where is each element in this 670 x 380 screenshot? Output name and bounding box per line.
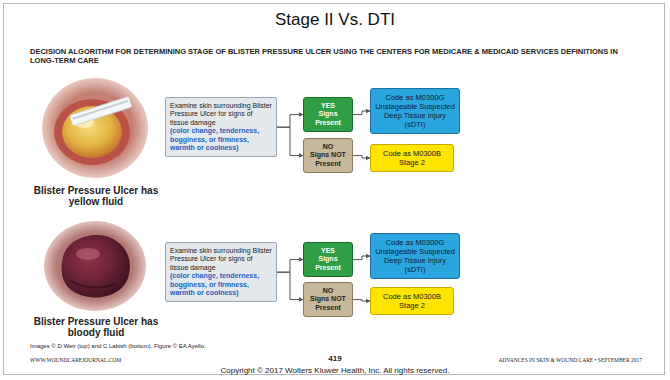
figure-heading: DECISION ALGORITHM FOR DETERMINING STAGE… bbox=[30, 48, 642, 65]
no-box: NOSigns NOT Present bbox=[303, 138, 353, 173]
node-subtext: (color change, tenderness, bogginess, or… bbox=[170, 127, 272, 152]
node-text: NO bbox=[308, 143, 348, 151]
flow-arrow bbox=[353, 300, 370, 301]
node-text: Code as M0300B Stage 2 bbox=[375, 292, 449, 310]
yes-box: YESSigns Present bbox=[303, 242, 353, 277]
slide-title: Stage II Vs. DTI bbox=[0, 10, 670, 30]
flow-arrow bbox=[277, 127, 303, 155]
flow-arrow bbox=[353, 156, 370, 158]
bloody-blister-photo bbox=[44, 221, 146, 311]
flow-arrow bbox=[277, 260, 303, 273]
journal-url: WWW.WOUNDCAREJOURNAL.COM bbox=[30, 357, 230, 363]
flow-arrow bbox=[277, 115, 303, 128]
node-subtext: Signs Present bbox=[308, 255, 348, 272]
yellow-blister-photo bbox=[42, 78, 148, 178]
node-subtext: (color change, tenderness, bogginess, or… bbox=[170, 272, 272, 297]
page-number: 419 bbox=[300, 354, 370, 363]
node-text: Examine skin surrounding Blister Pressur… bbox=[170, 102, 272, 127]
flow-arrow bbox=[353, 111, 370, 115]
node-text: Code as M0300B Stage 2 bbox=[375, 149, 449, 167]
journal-issue: ADVANCES IN SKIN & WOUND CARE • SEPTEMBE… bbox=[410, 357, 642, 363]
process-box: Examine skin surrounding Blister Pressur… bbox=[165, 97, 277, 157]
photo-caption: Blister Pressure Ulcer has yellow fluid bbox=[28, 185, 164, 207]
node-subtext: Signs NOT Present bbox=[308, 151, 348, 168]
yes-box: YESSigns Present bbox=[303, 97, 353, 132]
node-text: YES bbox=[308, 247, 348, 255]
flow-arrow bbox=[277, 272, 303, 299]
outcome-box: Code as M0300G Unstageable Suspected Dee… bbox=[370, 88, 460, 134]
outcome-box: Code as M0300B Stage 2 bbox=[370, 287, 454, 315]
image-credit: Images © D Weir (top) and C Labish (bott… bbox=[30, 343, 350, 350]
node-text: NO bbox=[308, 287, 348, 295]
outcome-box: Code as M0300G Unstageable Suspected Dee… bbox=[370, 233, 460, 279]
photo-caption: Blister Pressure Ulcer has bloody fluid bbox=[28, 316, 164, 338]
node-text: Examine skin surrounding Blister Pressur… bbox=[170, 247, 272, 272]
process-box: Examine skin surrounding Blister Pressur… bbox=[165, 242, 277, 302]
node-text: Code as M0300G Unstageable Suspected Dee… bbox=[375, 238, 455, 274]
outcome-box: Code as M0300B Stage 2 bbox=[370, 144, 454, 172]
node-text: YES bbox=[308, 102, 348, 110]
node-text: Code as M0300G Unstageable Suspected Dee… bbox=[375, 93, 455, 129]
no-box: NOSigns NOT Present bbox=[303, 282, 353, 317]
flow-arrow bbox=[353, 256, 370, 260]
copyright-note: Copyright © 2017 Wolters Kluwer Health, … bbox=[0, 366, 670, 375]
node-subtext: Signs NOT Present bbox=[308, 295, 348, 312]
node-subtext: Signs Present bbox=[308, 110, 348, 127]
